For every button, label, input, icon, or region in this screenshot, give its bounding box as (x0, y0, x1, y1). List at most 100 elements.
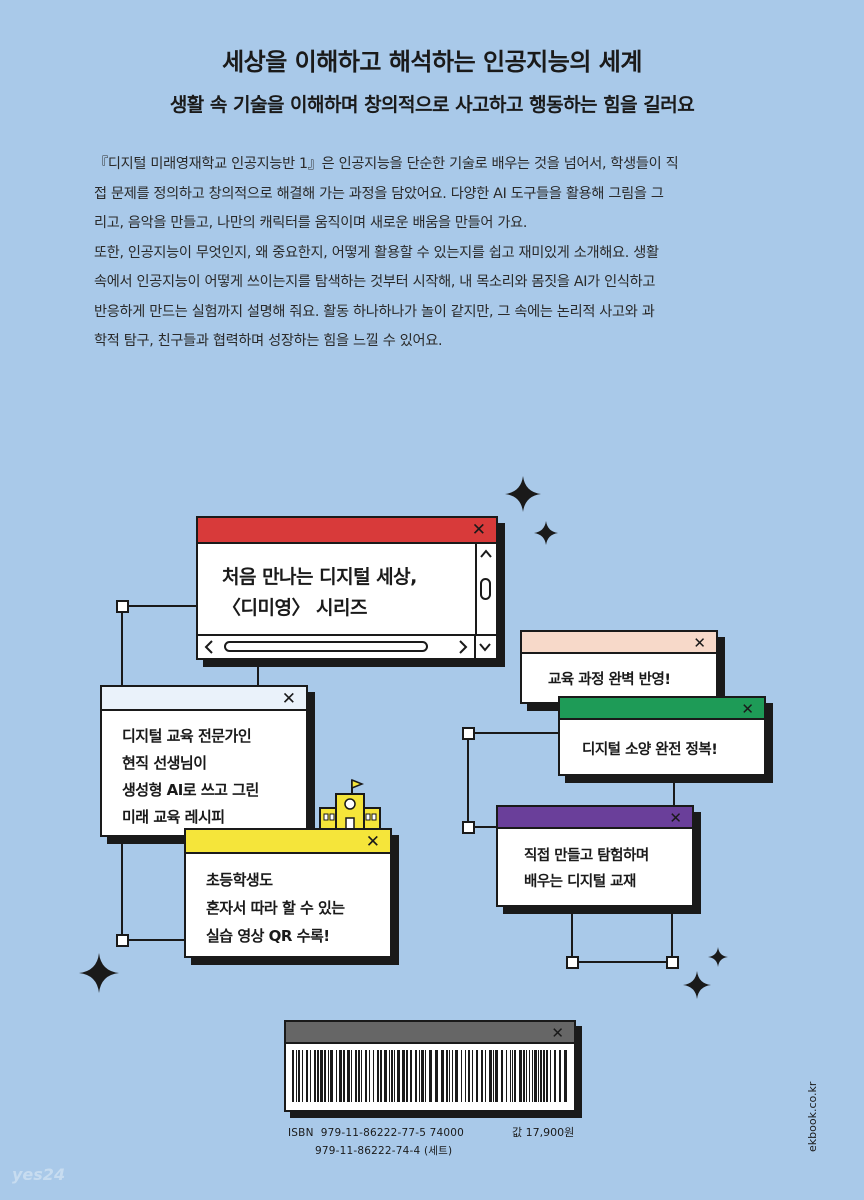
school-icon (319, 778, 381, 831)
barcode-stripe (298, 1050, 300, 1102)
description-line: 『디지털 미래영재학교 인공지능반 1』은 인공지능을 단순한 기술로 배우는 … (94, 156, 679, 172)
horizontal-scrollbar[interactable] (198, 634, 496, 658)
window-title-bar: ✕ (286, 1022, 574, 1044)
isbn-set-number: 979-11-86222-74-4 (세트) (315, 1145, 453, 1157)
scroll-thumb-horizontal[interactable] (224, 641, 428, 652)
scroll-right-icon[interactable] (454, 637, 472, 657)
teacher-window: ✕ 디지털 교육 전문가인 현직 선생님이 생성형 AI로 쓰고 그린 미래 교… (100, 685, 308, 837)
barcode-stripe (449, 1050, 450, 1102)
description-line: 속에서 인공지능이 어떻게 쓰이는지를 탐색하는 것부터 시작해, 내 목소리와… (94, 274, 656, 290)
description-line: 접 문제를 정의하고 창의적으로 해결해 가는 과정을 담았어요. 다양한 AI… (94, 185, 664, 202)
barcode-stripe (302, 1050, 303, 1102)
close-icon[interactable]: ✕ (551, 1024, 564, 1042)
barcode (292, 1050, 567, 1102)
barcode-stripe (330, 1050, 333, 1102)
barcode-stripe (446, 1050, 448, 1102)
close-icon[interactable]: ✕ (471, 520, 486, 540)
page-subtitle: 생활 속 기술을 이해하며 창의적으로 사고하고 행동하는 힘을 길러요 (169, 94, 695, 116)
publisher-url: ekbook.co.kr (806, 1081, 819, 1152)
barcode-stripe (406, 1050, 408, 1102)
video-line: 혼자서 따라 할 수 있는 (206, 899, 345, 917)
barcode-stripe (373, 1050, 374, 1102)
teacher-text: 디지털 교육 전문가인 현직 선생님이 생성형 AI로 쓰고 그린 미래 교육 … (122, 723, 259, 831)
barcode-stripe (472, 1050, 473, 1102)
textbook-text: 직접 만들고 탐험하며 배우는 디지털 교재 (524, 843, 649, 895)
textbook-window: ✕ 직접 만들고 탐험하며 배우는 디지털 교재 (496, 805, 694, 907)
close-icon[interactable]: ✕ (741, 700, 754, 718)
barcode-window: ✕ (284, 1020, 576, 1112)
barcode-stripe (455, 1050, 458, 1102)
series-line: 〈디미영〉 시리즈 (222, 597, 367, 619)
barcode-stripe (465, 1050, 466, 1102)
barcode-stripe (377, 1050, 379, 1102)
barcode-stripe (501, 1050, 503, 1102)
barcode-stripe (394, 1050, 395, 1102)
barcode-stripe (317, 1050, 319, 1102)
barcode-stripe (540, 1050, 542, 1102)
barcode-stripe (324, 1050, 326, 1102)
barcode-stripe (476, 1050, 478, 1102)
textbook-line: 배우는 디지털 교재 (524, 874, 636, 890)
barcode-stripe (347, 1050, 350, 1102)
barcode-stripe (419, 1050, 420, 1102)
sparkle-icon (79, 953, 119, 993)
barcode-stripe (336, 1050, 337, 1102)
series-line: 처음 만나는 디지털 세상, (222, 566, 417, 588)
barcode-stripe (529, 1050, 530, 1102)
barcode-stripe (343, 1050, 345, 1102)
barcode-stripe (365, 1050, 367, 1102)
barcode-stripe (514, 1050, 516, 1102)
curriculum-text: 교육 과정 완벽 반영! (548, 672, 671, 688)
price: 값 17,900원 (512, 1126, 575, 1139)
scroll-down-icon[interactable] (477, 637, 493, 657)
sparkle-icon (534, 521, 558, 545)
barcode-stripe (402, 1050, 405, 1102)
sparkle-icon (683, 971, 711, 999)
window-title-bar: ✕ (102, 687, 306, 711)
connector-handle (116, 934, 129, 947)
barcode-stripe (429, 1050, 432, 1102)
close-icon[interactable]: ✕ (693, 634, 706, 652)
barcode-stripe (328, 1050, 329, 1102)
window-title-bar: ✕ (198, 518, 496, 544)
barcode-stripe (493, 1050, 494, 1102)
barcode-stripe (485, 1050, 486, 1102)
vertical-scrollbar[interactable] (475, 544, 496, 634)
barcode-stripe (519, 1050, 522, 1102)
barcode-stripe (534, 1050, 537, 1102)
close-icon[interactable]: ✕ (669, 809, 682, 827)
textbook-line: 직접 만들고 탐험하며 (524, 848, 649, 864)
barcode-stripe (481, 1050, 483, 1102)
barcode-stripe (391, 1050, 393, 1102)
barcode-stripe (339, 1050, 342, 1102)
scroll-divider (474, 636, 476, 658)
description-line: 리고, 음악을 만들고, 나만의 캐릭터를 움직이며 새로운 배움을 만들어 가… (94, 215, 528, 231)
barcode-stripe (523, 1050, 525, 1102)
watermark: yes24 (12, 1165, 66, 1184)
connector-handle (566, 956, 579, 969)
video-window: ✕ 초등학생도 혼자서 따라 할 수 있는 실습 영상 QR 수록! (184, 828, 392, 958)
teacher-line: 현직 선생님이 (122, 754, 207, 772)
barcode-stripe (296, 1050, 297, 1102)
isbn-block: ISBN 979-11-86222-77-5 74000 979-11-8622… (288, 1124, 464, 1160)
scroll-up-icon[interactable] (478, 546, 494, 562)
barcode-stripe (554, 1050, 556, 1102)
scroll-thumb[interactable] (480, 578, 491, 600)
scroll-left-icon[interactable] (200, 637, 218, 657)
window-title-bar: ✕ (560, 698, 764, 720)
isbn-label: ISBN (288, 1127, 314, 1139)
sparkle-icon (505, 476, 541, 512)
close-icon[interactable]: ✕ (281, 689, 296, 709)
series-window: ✕ 처음 만나는 디지털 세상, 〈디미영〉 시리즈 (196, 516, 498, 660)
close-icon[interactable]: ✕ (365, 832, 380, 852)
description-line: 학적 탐구, 친구들과 협력하며 성장하는 힘을 느낄 수 있어요. (94, 333, 443, 349)
description-line: 또한, 인공지능이 무엇인지, 왜 중요한지, 어떻게 활용할 수 있는지를 쉽… (94, 244, 659, 261)
barcode-stripe (543, 1050, 545, 1102)
barcode-stripe (369, 1050, 370, 1102)
barcode-stripe (526, 1050, 527, 1102)
barcode-stripe (506, 1050, 507, 1102)
barcode-stripe (546, 1050, 548, 1102)
barcode-stripe (510, 1050, 511, 1102)
connector-handle (462, 821, 475, 834)
